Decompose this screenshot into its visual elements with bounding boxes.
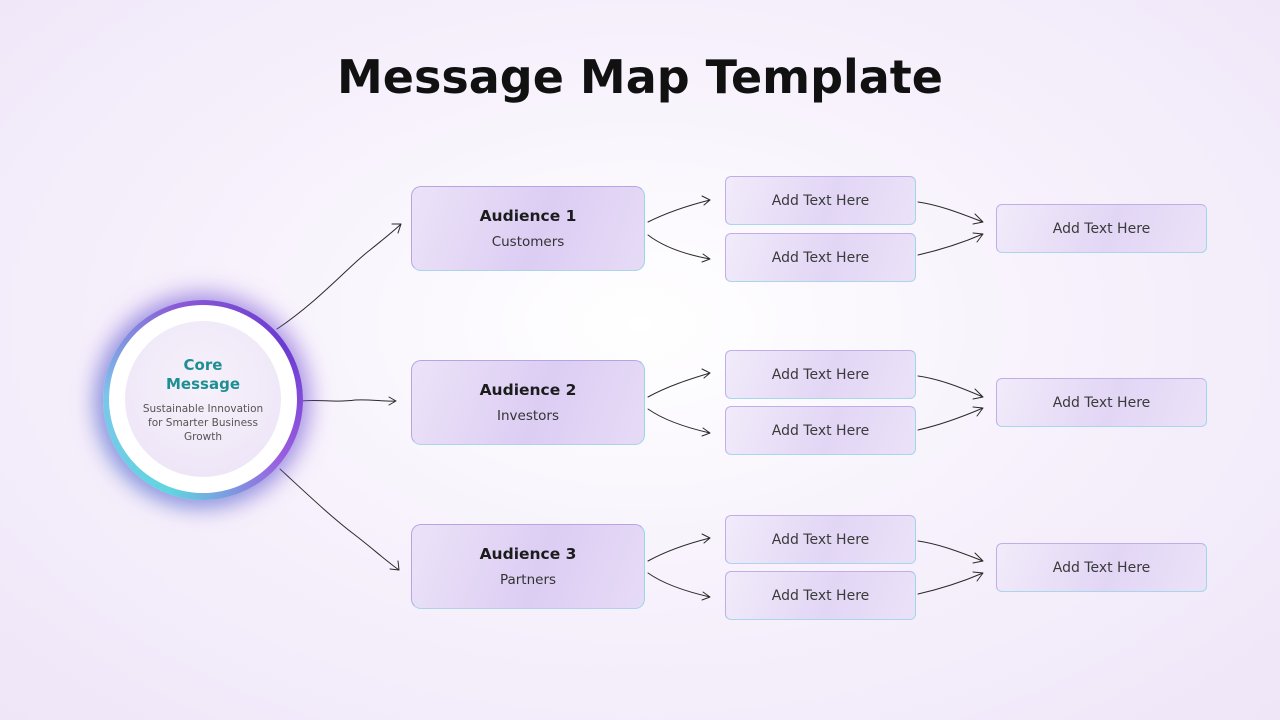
arrow-a2-to-point-1 [647,368,711,398]
audience-title: Audience 3 [479,545,577,563]
arrow-p2a-to-outcome-2 [917,375,984,400]
audience-subtitle: Investors [496,408,559,424]
audience-node-2: Audience 2 Investors [411,360,645,445]
audience-subtitle: Partners [499,572,557,588]
audience-title: Audience 1 [479,207,577,225]
audience-3-point-2: Add Text Here [725,571,916,620]
arrow-p1a-to-outcome-1 [917,201,984,225]
arrow-p1b-to-outcome-1 [917,232,984,256]
arrow-p2b-to-outcome-2 [917,406,984,431]
arrow-a1-to-point-2 [647,234,711,263]
audience-2-outcome: Add Text Here [996,378,1207,427]
arrow-a2-to-point-2 [647,408,711,437]
arrow-a1-to-point-1 [647,195,711,223]
arrow-a3-to-point-2 [647,572,711,601]
audience-node-1: Audience 1 Customers [411,186,645,271]
audience-node-3: Audience 3 Partners [411,524,645,609]
core-message-node: Core Message Sustainable Innovation for … [125,321,281,477]
arrow-core-to-audience-1 [276,223,402,330]
audience-2-point-1: Add Text Here [725,350,916,399]
audience-1-point-1: Add Text Here [725,176,916,225]
arrow-core-to-audience-3 [279,468,400,571]
audience-title: Audience 2 [479,381,577,399]
arrow-p3b-to-outcome-3 [917,571,984,595]
audience-subtitle: Customers [491,234,565,250]
audience-1-point-2: Add Text Here [725,233,916,282]
arrow-p3a-to-outcome-3 [917,540,984,564]
audience-2-point-2: Add Text Here [725,406,916,455]
arrow-core-to-audience-2 [301,396,397,406]
audience-1-outcome: Add Text Here [996,204,1207,253]
core-message-subtitle: Sustainable Innovation for Smarter Busin… [142,403,264,443]
audience-3-point-1: Add Text Here [725,515,916,564]
page-title: Message Map Template [337,50,943,104]
audience-3-outcome: Add Text Here [996,543,1207,592]
core-message-title: Core Message [166,356,240,393]
arrow-a3-to-point-1 [647,533,711,562]
